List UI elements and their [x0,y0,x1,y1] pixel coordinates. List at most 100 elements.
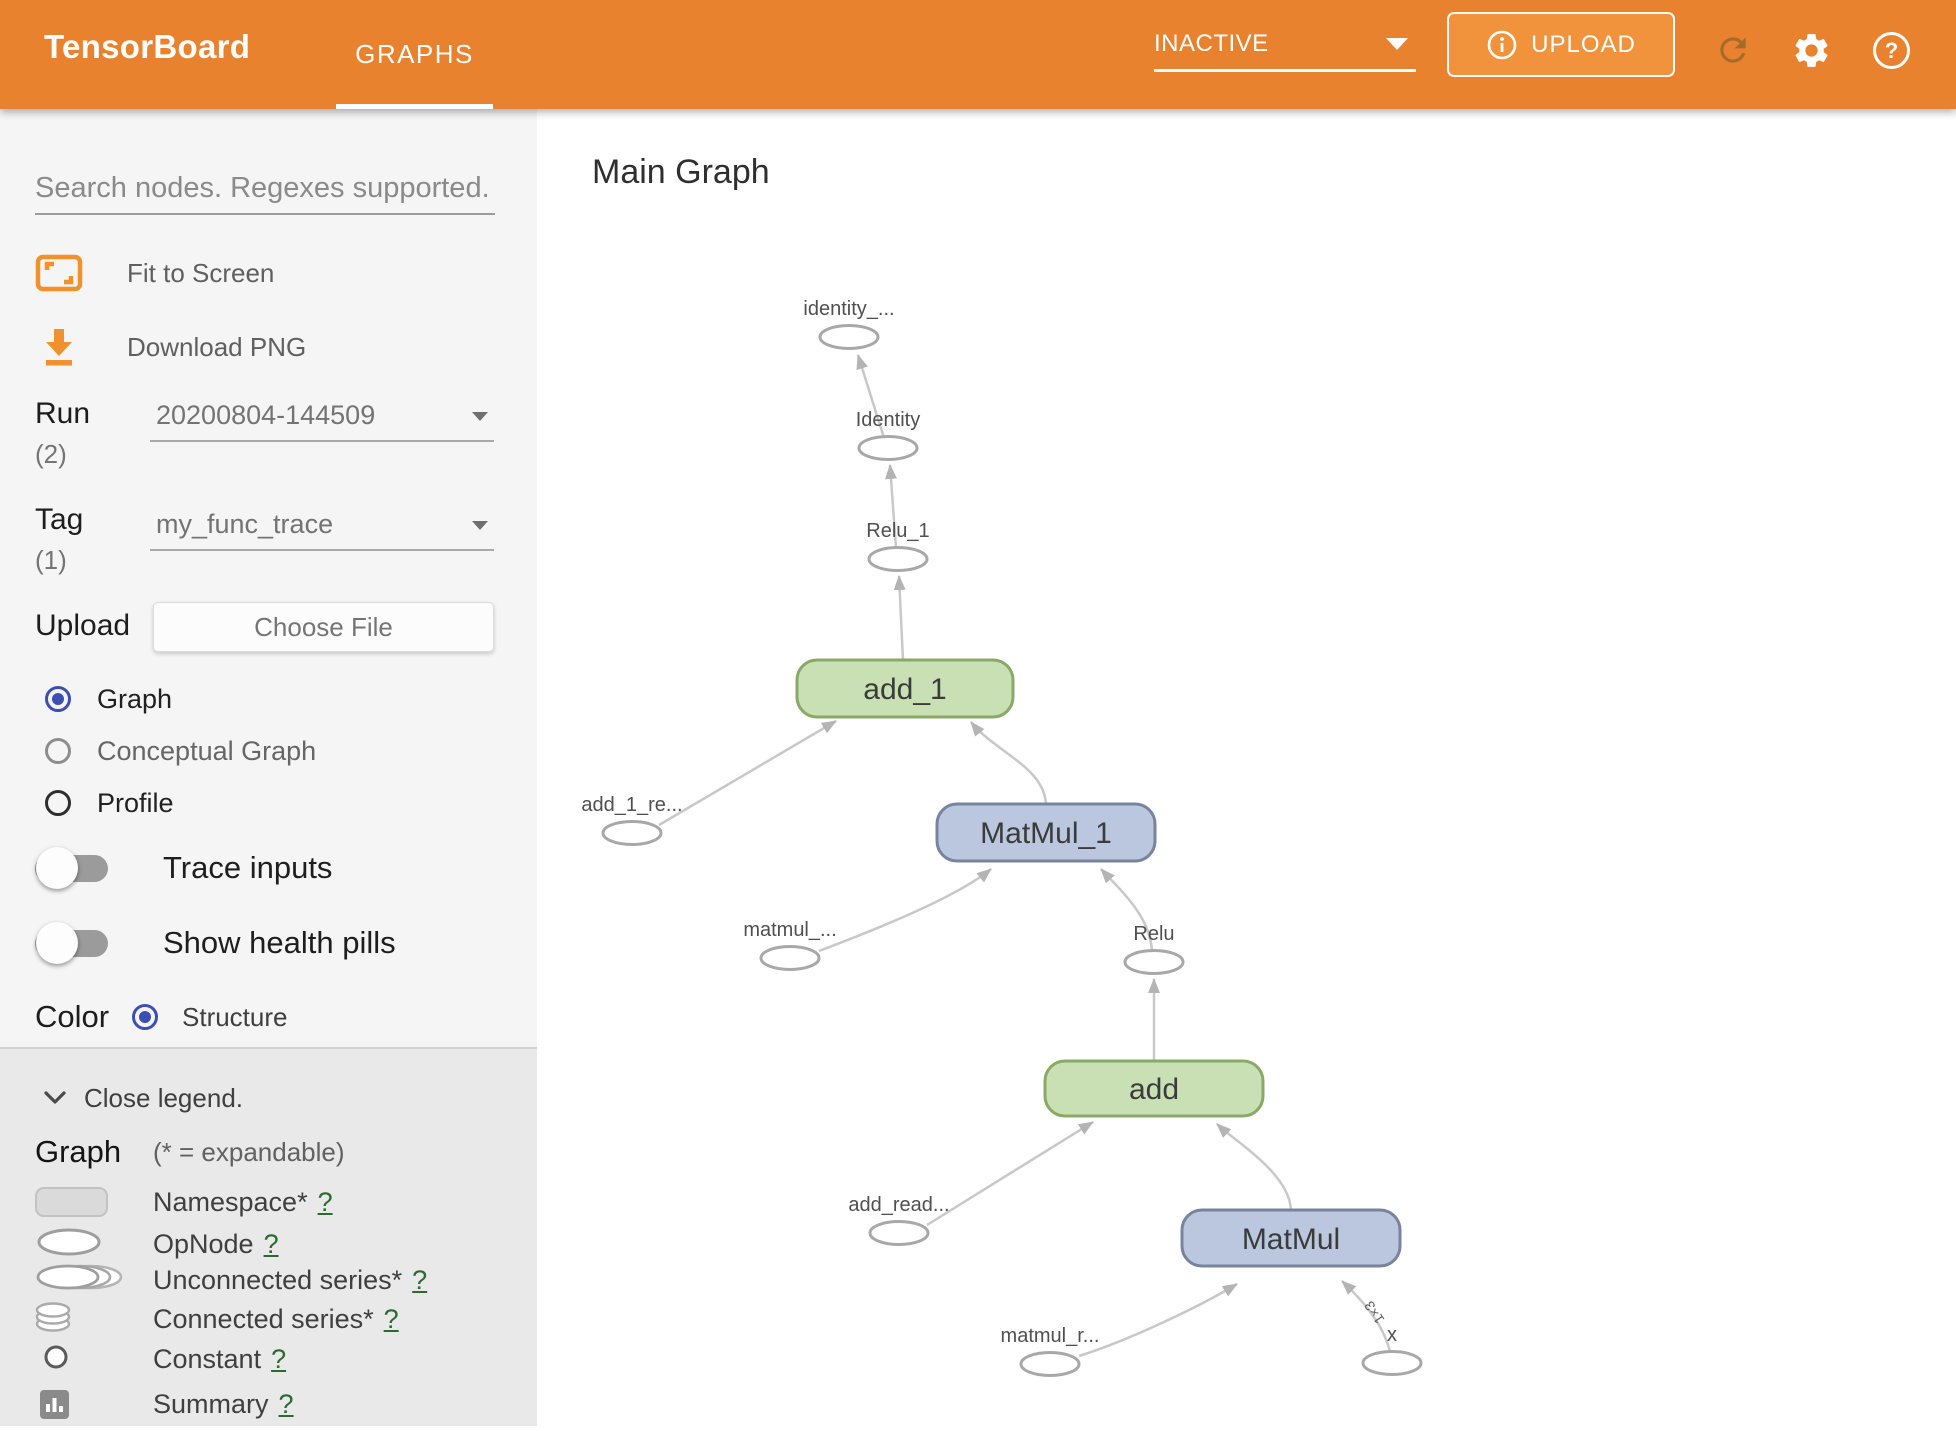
legend-item-label: Unconnected series* [153,1264,403,1295]
color-by-row: Color Structure [35,993,288,1041]
node-label: matmul_r... [1001,1325,1100,1347]
status-dropdown[interactable]: INACTIVE [1154,18,1416,72]
view-option-label: Conceptual Graph [97,735,317,766]
node-label: add_1_re... [581,794,682,816]
node-label: MatMul [1242,1223,1340,1256]
connected-series-icon [35,1301,75,1337]
view-option-profile[interactable]: Profile [35,781,174,825]
node-relu-1[interactable]: Relu_1 [866,520,930,572]
upload-button[interactable]: UPLOAD [1447,12,1675,77]
run-label: Run [35,397,91,430]
legend-item-label: Namespace* [153,1186,308,1217]
node-add[interactable]: add [1043,1059,1265,1118]
toggle-knob [36,847,78,889]
legend-item-connected-series: Connected series*? [0,1299,537,1339]
close-legend-label: Close legend. [84,1082,243,1113]
edge-matmulrread-to-matmul [1078,1282,1238,1358]
trace-inputs-label: Trace inputs [163,850,333,885]
node-matmul[interactable]: MatMul [1180,1208,1402,1268]
legend-heading: Graph [35,1134,122,1169]
node-add-read[interactable]: add_read... [848,1194,950,1246]
node-label: Relu [1133,923,1174,945]
run-dropdown-value: 20200804-144509 [156,400,376,430]
view-option-graph[interactable]: Graph [35,677,172,721]
run-dropdown[interactable]: 20200804-144509 [150,394,494,442]
upload-button-label: UPLOAD [1531,30,1636,58]
edge-addread-to-add [926,1120,1094,1227]
choose-file-button[interactable]: Choose File [153,602,494,652]
edge-matmulread-to-matmul1 [818,868,992,953]
opnode-icon [36,1227,102,1262]
upload-label: Upload [35,609,131,642]
radio-selected-icon [45,686,71,712]
legend-heading-row: Graph (* = expandable) [35,1130,345,1174]
radio-unselected-icon [45,738,71,764]
legend-panel: Close legend. Graph (* = expandable) Nam… [0,1047,537,1426]
tag-dropdown-value: my_func_trace [156,509,334,539]
chevron-down-icon [44,1091,66,1104]
help-link[interactable]: ? [412,1264,428,1295]
node-label: Relu_1 [866,520,929,542]
node-label: identity_... [803,298,894,320]
trace-inputs-toggle[interactable] [35,846,113,890]
help-icon[interactable]: ? [1870,29,1912,71]
search-field [35,163,495,215]
help-link[interactable]: ? [271,1343,287,1374]
tab-active-indicator [336,104,493,109]
chevron-down-icon [472,521,488,530]
edge-shape-label: 1×3 [1361,1298,1388,1327]
legend-item-opnode: OpNode? [0,1224,537,1264]
node-label: x [1387,1324,1397,1346]
run-count: (2) [35,439,67,469]
download-png-label: Download PNG [127,331,307,362]
node-identity[interactable]: Identity [856,409,920,461]
legend-item-label: Summary [153,1388,269,1419]
node-identity-out[interactable]: identity_... [803,298,895,350]
gear-icon[interactable] [1790,29,1832,71]
sidebar: Fit to Screen Download PNG Run (2) 20200… [0,109,537,1426]
node-add-1[interactable]: add_1 [795,658,1015,719]
graph-svg[interactable]: 1×3 identity_... Identity Relu_1 add_1_r… [537,109,1956,1426]
node-matmul-read[interactable]: matmul_... [743,919,837,971]
color-structure-radio[interactable] [132,1004,158,1030]
edge-x-to-matmul [1341,1280,1392,1353]
node-label: add_read... [848,1194,949,1216]
tag-dropdown[interactable]: my_func_trace [150,503,494,551]
show-health-pills-label: Show health pills [163,925,396,960]
node-label: Identity [856,409,920,431]
node-label: add_1 [863,673,946,706]
edge-identity-to-identity-out [856,354,886,439]
node-matmul-1[interactable]: MatMul_1 [935,802,1157,863]
node-add-1-read[interactable]: add_1_re... [581,794,683,846]
show-health-pills-row: Show health pills [35,919,396,967]
legend-item-label: Connected series* [153,1303,374,1334]
node-relu[interactable]: Relu [1123,923,1185,975]
legend-item-label: Constant [153,1343,262,1374]
fit-to-screen-button[interactable]: Fit to Screen [35,249,274,297]
legend-item-namespace: Namespace*? [0,1182,537,1222]
download-png-button[interactable]: Download PNG [35,323,306,371]
summary-icon [40,1389,69,1419]
edge-add1-to-relu1 [893,575,906,661]
show-health-pills-toggle[interactable] [35,921,113,965]
tab-graphs[interactable]: GRAPHS [355,39,474,69]
view-option-conceptual-graph[interactable]: Conceptual Graph [35,729,316,773]
edge-relu1-to-identity [885,464,898,549]
info-icon [1487,30,1517,59]
close-legend-button[interactable]: Close legend. [43,1076,243,1120]
fit-to-screen-label: Fit to Screen [127,257,275,288]
help-link[interactable]: ? [263,1228,279,1259]
legend-expandable-note: (* = expandable) [153,1136,345,1167]
help-link[interactable]: ? [278,1388,294,1419]
graph-canvas: Main Graph 1×3 identity_... [537,109,1956,1426]
search-input[interactable] [35,163,495,215]
legend-item-summary: Summary? [0,1384,537,1424]
view-option-label: Profile [97,787,174,818]
node-label: add [1129,1073,1179,1106]
node-x[interactable]: x [1361,1324,1423,1376]
node-label: matmul_... [743,919,836,941]
node-matmul-r-read[interactable]: matmul_r... [1001,1325,1100,1377]
help-link[interactable]: ? [383,1303,399,1334]
help-link[interactable]: ? [317,1186,333,1217]
refresh-icon[interactable] [1712,29,1754,71]
